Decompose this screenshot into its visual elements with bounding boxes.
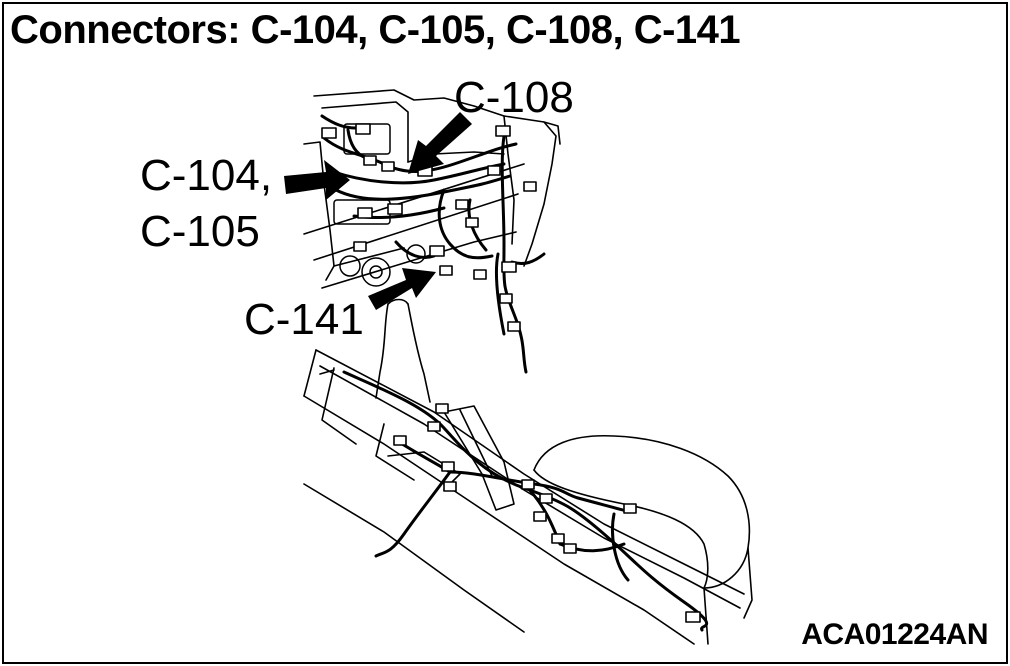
callout-c141: C-141 xyxy=(244,295,364,344)
figure-code: ACA01224AN xyxy=(801,618,988,651)
console-harness xyxy=(342,370,708,632)
arrow-c141 xyxy=(368,268,436,310)
page-title: Connectors: C-104, C-105, C-108, C-141 xyxy=(10,8,741,52)
arrow-c108 xyxy=(408,112,472,174)
callout-c104: C-104, xyxy=(140,151,273,200)
callout-c105: C-105 xyxy=(140,207,260,256)
armrest xyxy=(533,434,753,645)
wiring-illustration xyxy=(284,89,753,645)
arrow-c104-c105 xyxy=(284,160,350,200)
center-console xyxy=(303,349,745,645)
console-connectors xyxy=(393,403,701,623)
callout-c108: C-108 xyxy=(454,73,574,122)
